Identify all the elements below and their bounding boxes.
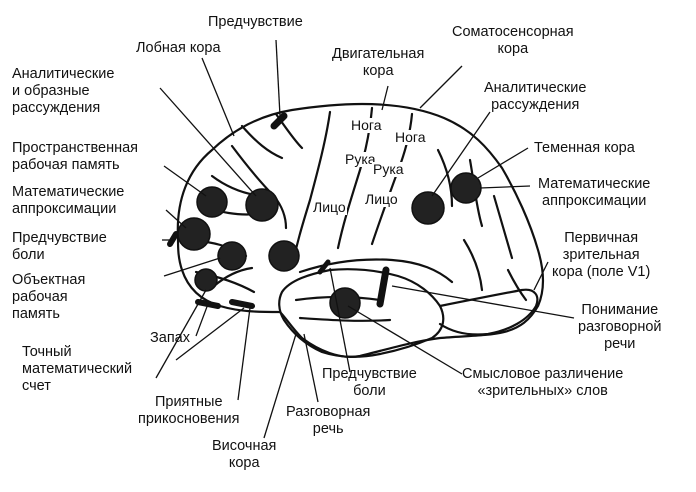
label-visual-words: Смысловое различение«зрительных» слов — [462, 366, 623, 400]
label-line: Лобная кора — [136, 40, 221, 56]
label-parietal-cortex: Теменная кора — [534, 140, 635, 157]
label-line: счет — [22, 378, 51, 394]
label-line: рабочая — [12, 289, 68, 305]
label-line: Предчувствие — [12, 230, 107, 246]
label-line: Понимание — [581, 302, 659, 318]
label-line: прикосновения — [138, 411, 240, 427]
label-face-left: Лицо — [312, 199, 347, 215]
visual-band — [376, 266, 390, 308]
label-face-right: Лицо — [364, 191, 399, 207]
label-line: рассуждения — [12, 100, 101, 116]
label-line: и образные — [12, 83, 90, 99]
spot-object-memory — [217, 241, 247, 271]
label-line: Математические — [12, 184, 125, 200]
speech-band — [317, 259, 331, 275]
label-leg-left: Нога — [350, 117, 383, 133]
label-line: Соматосенсорная — [452, 24, 574, 40]
label-line: речь — [312, 421, 344, 437]
label-line: Точный — [22, 344, 72, 360]
label-line: Приятные — [154, 394, 223, 410]
spot-pain-premonition — [268, 240, 300, 272]
label-line: Теменная кора — [534, 140, 635, 156]
label-line: рассуждения — [491, 97, 580, 113]
label-frontal-cortex: Лобная кора — [136, 40, 221, 57]
label-line: Предчувствие — [208, 14, 303, 30]
label-line: рабочая память — [12, 157, 120, 173]
label-line: математический — [22, 361, 133, 377]
label-line: речи — [604, 336, 636, 352]
label-line: кора — [362, 63, 394, 79]
label-line: разговорной — [578, 319, 662, 335]
label-line: Первичная — [564, 230, 639, 246]
label-line: боли — [12, 247, 45, 263]
spot-math-approx-left — [177, 217, 211, 251]
label-line: Объектная — [12, 272, 86, 288]
label-line: боли — [353, 383, 386, 399]
label-line: кора — [497, 41, 529, 57]
label-line: кора — [228, 455, 260, 471]
label-line: Двигательная — [332, 46, 425, 62]
label-leg-right: Нога — [394, 129, 427, 145]
label-line: аппроксимации — [12, 201, 117, 217]
temporal-lobe-outline — [278, 268, 445, 358]
label-premonition-top: Предчувствие — [208, 14, 303, 31]
label-line: Аналитические — [12, 66, 115, 82]
label-line: «зрительных» слов — [477, 383, 608, 399]
label-line: зрительная — [562, 247, 640, 263]
label-line: Пространственная — [12, 140, 139, 156]
label-line: аппроксимации — [542, 193, 647, 209]
label-line: Аналитические — [484, 80, 587, 96]
label-line: Смысловое различение — [462, 366, 624, 382]
spot-analytic-imaginative — [245, 188, 279, 222]
label-hand-right: Рука — [372, 161, 405, 177]
premonition-band — [270, 112, 288, 130]
label-line: Математические — [538, 176, 651, 192]
spot-speech-understanding — [329, 287, 361, 319]
label-line: Височная — [212, 438, 277, 454]
label-line: Запах — [150, 330, 190, 346]
spot-analytic-reasoning — [411, 191, 445, 225]
cerebellum-outline — [438, 288, 539, 336]
pain-band-left — [167, 231, 179, 247]
label-line: память — [12, 306, 60, 322]
label-smell: Запах — [150, 330, 190, 347]
brain-outline — [176, 102, 544, 358]
label-hand-left: Рука — [344, 151, 377, 167]
touch-band — [229, 299, 255, 309]
label-line: Предчувствие — [322, 366, 417, 382]
label-line: кора (поле V1) — [552, 264, 651, 280]
label-line: Разговорная — [286, 404, 371, 420]
